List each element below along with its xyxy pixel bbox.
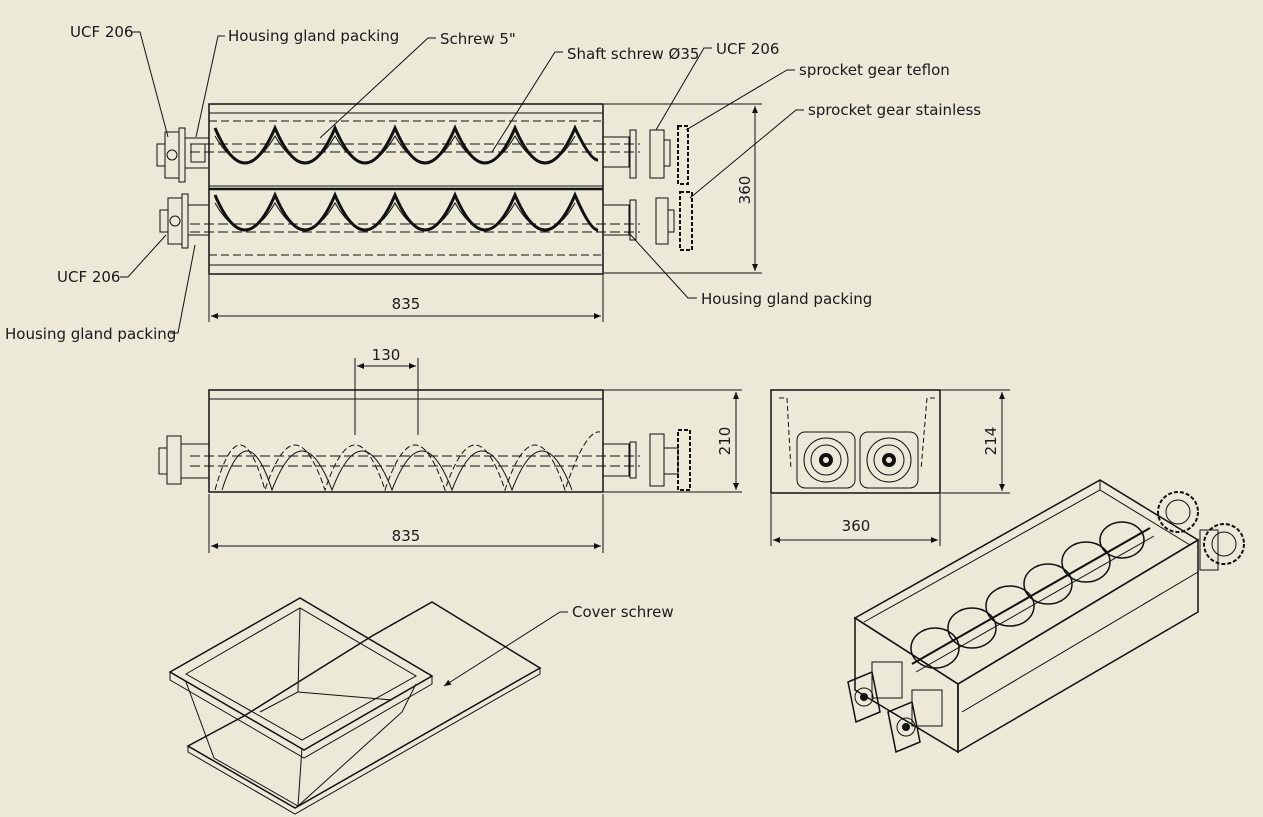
screw-flight-lower-inner <box>214 202 576 230</box>
label-sprocket-stainless: sprocket gear stainless <box>808 101 981 119</box>
screw-flight-upper-inner <box>214 135 576 163</box>
front-view: 130 210 835 <box>158 346 742 553</box>
callouts: UCF 206 Housing gland packing Schrew 5" … <box>5 23 981 343</box>
screw-flight-front-a <box>214 431 601 492</box>
dim-front-height: 210 <box>716 427 734 456</box>
label-cover: Cover schrew <box>572 603 674 621</box>
dim-side-height: 214 <box>982 427 1000 456</box>
left-bearing-lower <box>159 193 210 249</box>
iso-bearing-front-left <box>847 661 903 724</box>
iso-sprocket-lower <box>1199 523 1245 571</box>
top-view: 835 360 <box>156 103 762 322</box>
iso-screw-flights <box>910 521 1155 673</box>
right-bearing-upper <box>602 125 689 185</box>
screw-flight-front-b <box>221 450 573 492</box>
dim-top-height: 360 <box>736 176 754 205</box>
side-bearing-right <box>859 431 919 489</box>
screw-flight-lower <box>213 191 599 232</box>
screw-flight-upper <box>213 124 599 165</box>
label-sprocket-teflon: sprocket gear teflon <box>799 61 950 79</box>
label-ucf-bottom-left: UCF 206 <box>57 268 120 286</box>
iso-bearing-front-right <box>887 689 943 754</box>
side-view: 214 360 <box>770 389 1010 546</box>
label-housing-right: Housing gland packing <box>701 290 872 308</box>
label-housing-bottom-left: Housing gland packing <box>5 325 176 343</box>
dim-side-width: 360 <box>842 517 871 535</box>
label-housing-top-left: Housing gland packing <box>228 27 399 45</box>
conveyor-iso <box>847 479 1245 754</box>
dim-top-length: 835 <box>392 295 421 313</box>
dim-pitch: 130 <box>372 346 401 364</box>
iso-sprocket-upper <box>1157 491 1199 533</box>
dim-front-length: 835 <box>392 527 421 545</box>
cover-iso: Cover schrew <box>168 597 674 815</box>
label-ucf-top-right: UCF 206 <box>716 40 779 58</box>
left-bearing-upper <box>156 127 210 183</box>
right-bearing-lower <box>602 191 693 251</box>
label-shaft: Shaft schrew Ø35 <box>567 45 699 63</box>
label-schrew: Schrew 5" <box>440 30 516 48</box>
side-bearing-left <box>796 431 856 489</box>
label-ucf-top-left: UCF 206 <box>70 23 133 41</box>
